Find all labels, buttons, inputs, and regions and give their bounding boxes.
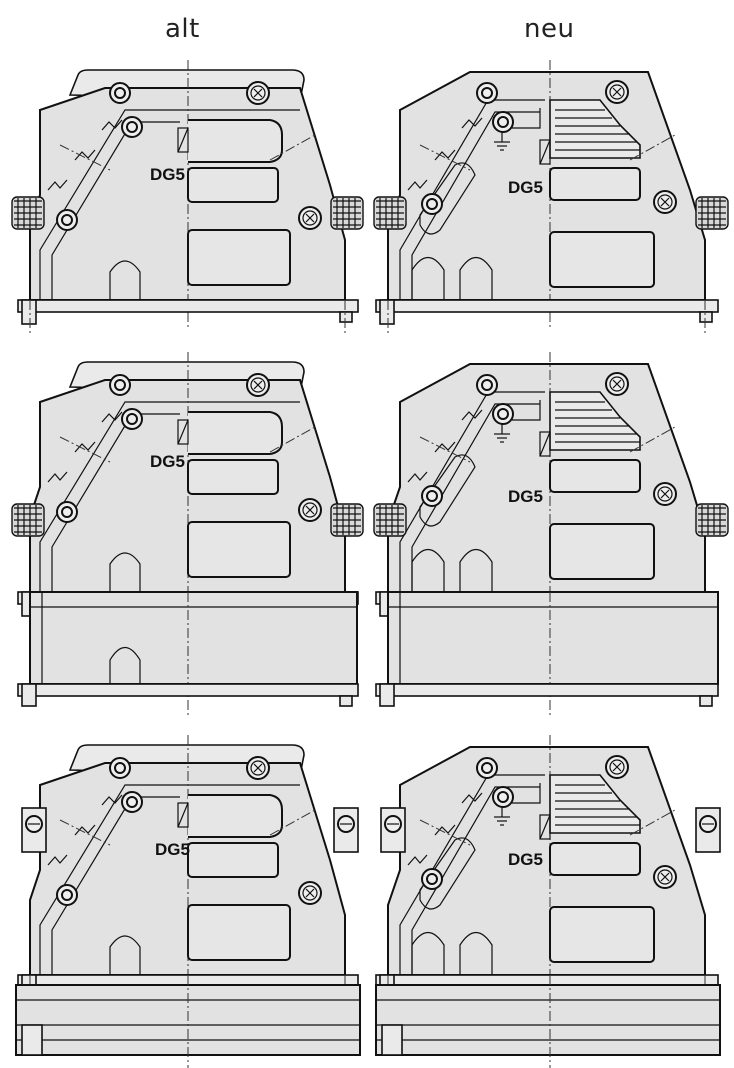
hood-neu-row3: DG5 <box>376 735 721 1010</box>
dg5-mark-neu-row3: DG5 <box>508 850 543 869</box>
dg5-mark-neu-row1: DG5 <box>508 178 543 197</box>
hood-alt-row2: DG5 <box>11 352 364 627</box>
dg5-mark-alt-row2: DG5 <box>150 452 185 471</box>
hood-alt-row2-extension <box>17 591 359 715</box>
dg5-mark-alt-row1: DG5 <box>150 165 185 184</box>
hood-neu-row3-base <box>375 975 721 1068</box>
dg5-mark-neu-row2: DG5 <box>508 487 543 506</box>
hood-alt-row3-base <box>15 975 361 1068</box>
column-label-alt: alt <box>165 14 200 44</box>
hood-alt-row1: DG5 <box>11 60 364 335</box>
hood-neu-row2: DG5 <box>373 352 729 627</box>
dg5-mark-alt-row3: DG5 <box>155 840 190 859</box>
column-label-neu: neu <box>524 14 575 44</box>
hood-neu-row1: DG5 <box>373 60 729 335</box>
hood-alt-row3: DG5 <box>18 735 359 1010</box>
hood-neu-row2-extension <box>375 591 719 715</box>
